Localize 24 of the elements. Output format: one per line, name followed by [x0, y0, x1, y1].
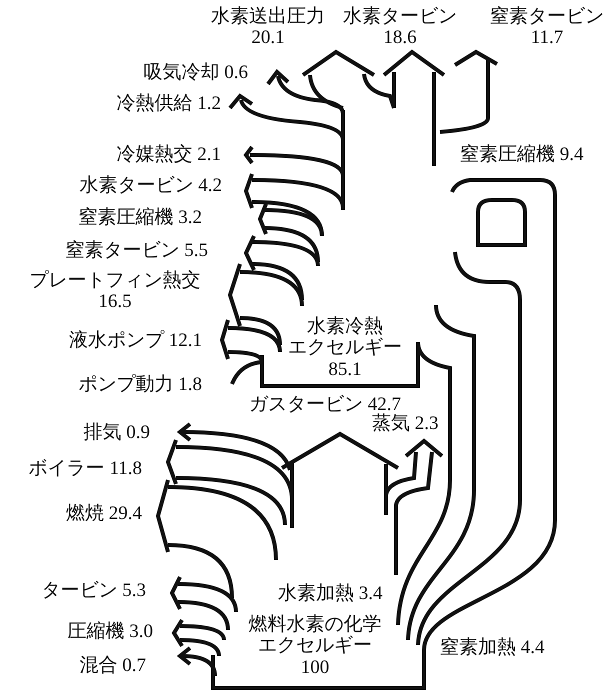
flow-label: 窒素タービン 5.5	[66, 240, 208, 262]
flow-label: 排気 0.9	[84, 422, 150, 444]
flow-label: 混合 0.7	[80, 655, 146, 676]
flow-label: 水素送出圧力 20.1	[210, 6, 326, 49]
flow-label: 窒素圧縮機 3.2	[78, 207, 202, 228]
flow-label: 吸気冷却 0.6	[144, 62, 248, 84]
flow-label: ポンプ動力 1.8	[78, 374, 202, 396]
flow-label: 窒素タービン 11.7	[489, 6, 605, 49]
flow-label: プレートフィン熱交 16.5	[28, 270, 202, 313]
flow-label: 燃焼 29.4	[66, 503, 142, 524]
flow-label: 液水ポンプ 12.1	[69, 330, 202, 352]
flow-label: 圧縮機 3.0	[68, 621, 153, 642]
flow-label: 冷熱供給 1.2	[116, 93, 221, 114]
flow-label: 燃料水素の化学エクセルギー 100	[248, 614, 382, 678]
flow-label: タービン 5.3	[42, 580, 146, 602]
flow-label: 窒素圧縮機 9.4	[460, 144, 584, 166]
flow-label: 窒素加熱 4.4	[440, 637, 544, 658]
flow-label: 冷媒熱交 2.1	[116, 144, 221, 166]
flow-label: 水素タービン 4.2	[80, 175, 222, 196]
flow-label: 蒸気 2.3	[372, 413, 438, 434]
flow-label: 水素冷熱エクセルギー 85.1	[287, 316, 403, 380]
flow-label: 水素タービン 18.6	[342, 6, 458, 49]
flow-label: ボイラー 11.8	[28, 458, 142, 480]
flow-label: 水素加熱 3.4	[278, 583, 382, 604]
